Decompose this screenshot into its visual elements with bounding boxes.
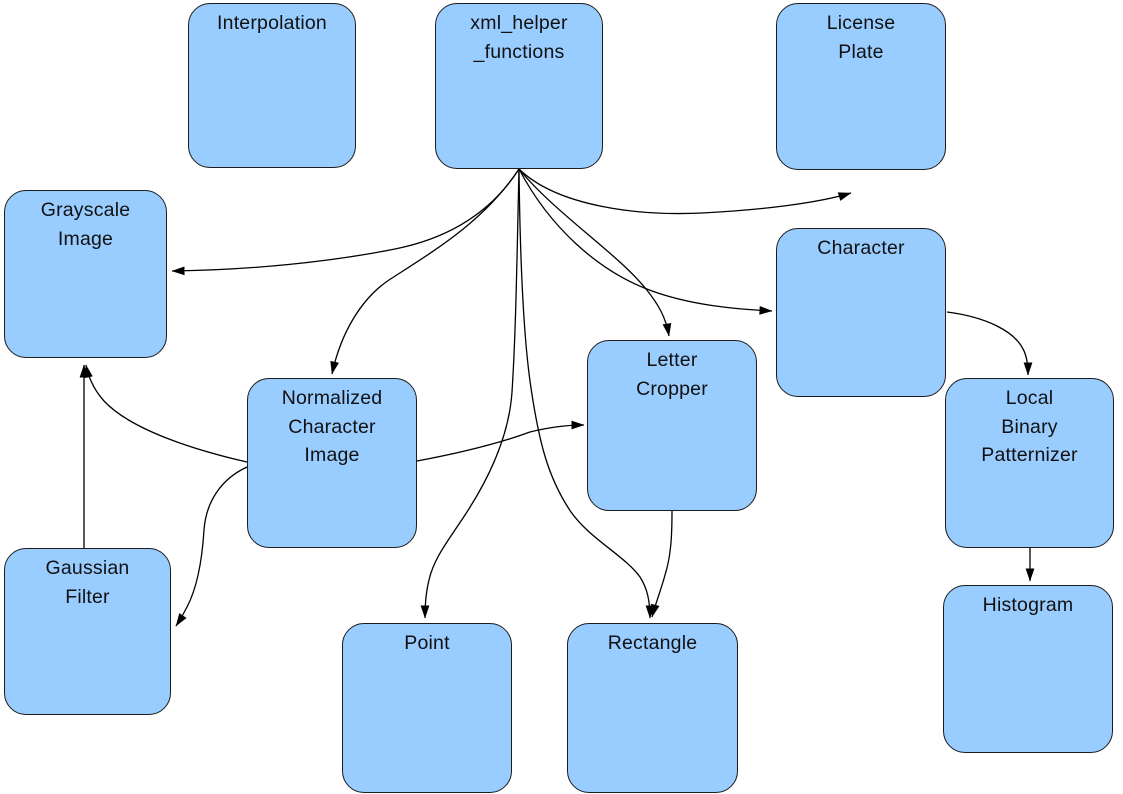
node-point[interactable]: Point <box>342 623 512 793</box>
edge-character-to-local-binary-patternizer <box>946 311 1033 376</box>
edge-xml-helper-functions-to-license-plate <box>518 168 852 215</box>
node-xml-helper-functions-label: xml_helper _functions <box>470 12 568 63</box>
edge-xml-helper-functions-to-character <box>518 168 773 315</box>
node-license-plate-label: License Plate <box>826 12 896 63</box>
node-grayscale-image[interactable]: Grayscale Image <box>4 190 167 358</box>
edge-letter-cropper-to-rectangle <box>650 510 673 618</box>
node-local-binary-patternizer[interactable]: Local Binary Patternizer <box>945 378 1114 548</box>
node-histogram[interactable]: Histogram <box>943 585 1113 753</box>
node-license-plate[interactable]: License Plate <box>776 3 946 170</box>
node-gaussian-filter[interactable]: Gaussian Filter <box>4 548 171 715</box>
node-xml-helper-functions[interactable]: xml_helper _functions <box>435 3 603 169</box>
node-letter-cropper[interactable]: Letter Cropper <box>587 340 757 511</box>
edge-xml-helper-functions-to-grayscale-image <box>171 168 520 276</box>
node-grayscale-image-label: Grayscale Image <box>40 199 131 250</box>
node-point-label: Point <box>404 632 450 654</box>
node-gaussian-filter-label: Gaussian Filter <box>45 557 130 608</box>
node-rectangle[interactable]: Rectangle <box>567 623 738 793</box>
node-histogram-label: Histogram <box>982 594 1074 616</box>
node-character-label: Character <box>817 237 905 259</box>
node-normalized-character-image[interactable]: Normalized Character Image <box>247 378 417 548</box>
node-rectangle-label: Rectangle <box>607 632 698 654</box>
edge-normalized-character-image-to-grayscale-image <box>84 364 248 463</box>
edge-normalized-character-image-to-gaussian-filter <box>175 466 248 627</box>
node-letter-cropper-label: Letter Cropper <box>636 349 708 400</box>
node-interpolation[interactable]: Interpolation <box>188 3 356 168</box>
edge-xml-helper-functions-to-rectangle <box>518 168 655 619</box>
node-character[interactable]: Character <box>776 228 946 397</box>
node-local-binary-patternizer-label: Local Binary Patternizer <box>981 387 1078 466</box>
node-interpolation-label: Interpolation <box>217 12 327 34</box>
edge-xml-helper-functions-to-normalized-character-image <box>330 168 520 375</box>
edge-xml-helper-functions-to-point <box>420 168 520 619</box>
edge-xml-helper-functions-to-letter-cropper <box>518 168 672 337</box>
edge-normalized-character-image-to-letter-cropper <box>416 420 585 462</box>
node-normalized-character-image-label: Normalized Character Image <box>281 387 383 466</box>
